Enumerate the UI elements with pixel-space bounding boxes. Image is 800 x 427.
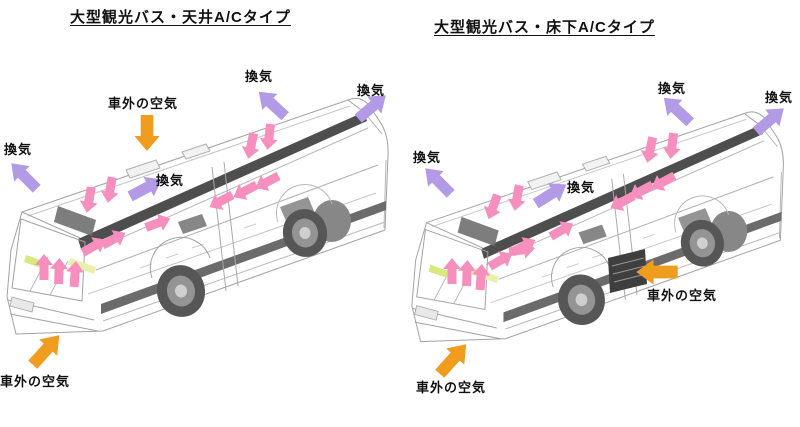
outside-air-label: 車外の空気 [0, 374, 71, 389]
ventilation-label: 換気 [357, 83, 386, 98]
bus-wireframe-ceiling-ac [6, 97, 389, 335]
panel-title-ceiling-ac: 大型観光バス・天井A/Cタイプ [70, 9, 291, 26]
interior-airflow-arrow [49, 257, 69, 285]
underfloor-ac-unit-vents [611, 257, 647, 283]
outside-air-arrow [134, 115, 160, 151]
ventilation-arrow [417, 160, 459, 202]
ventilation-label: 換気 [4, 142, 33, 157]
ventilation-arrow [3, 155, 45, 197]
interior-airflow-arrow [77, 185, 101, 215]
outside-air-arrow [430, 336, 476, 382]
ventilation-label: 換気 [245, 69, 274, 84]
ventilation-label: 換気 [413, 150, 442, 165]
outside-air-label: 車外の空気 [647, 288, 718, 303]
outside-air-label: 車外の空気 [416, 380, 487, 395]
ventilation-label: 換気 [765, 90, 794, 105]
panel-title-underfloor-ac: 大型観光バス・床下A/Cタイプ [434, 19, 655, 36]
ventilation-arrow [251, 83, 293, 125]
ventilation-label: 換気 [156, 173, 185, 188]
interior-airflow-arrow [229, 176, 261, 206]
ventilation-label: 換気 [658, 81, 687, 96]
interior-airflow-arrow [505, 183, 529, 213]
interior-airflow-arrow [638, 135, 662, 165]
outside-air-label: 車外の空気 [108, 96, 179, 111]
ventilation-label: 換気 [567, 180, 596, 195]
bus-wireframe-underfloor-ac [411, 111, 784, 343]
outside-air-arrow [23, 327, 69, 373]
interior-airflow-arrow [251, 167, 283, 197]
interior-airflow-arrow [258, 123, 280, 151]
interior-airflow-arrow [98, 175, 122, 205]
underfloor-ac-unit [608, 249, 647, 293]
